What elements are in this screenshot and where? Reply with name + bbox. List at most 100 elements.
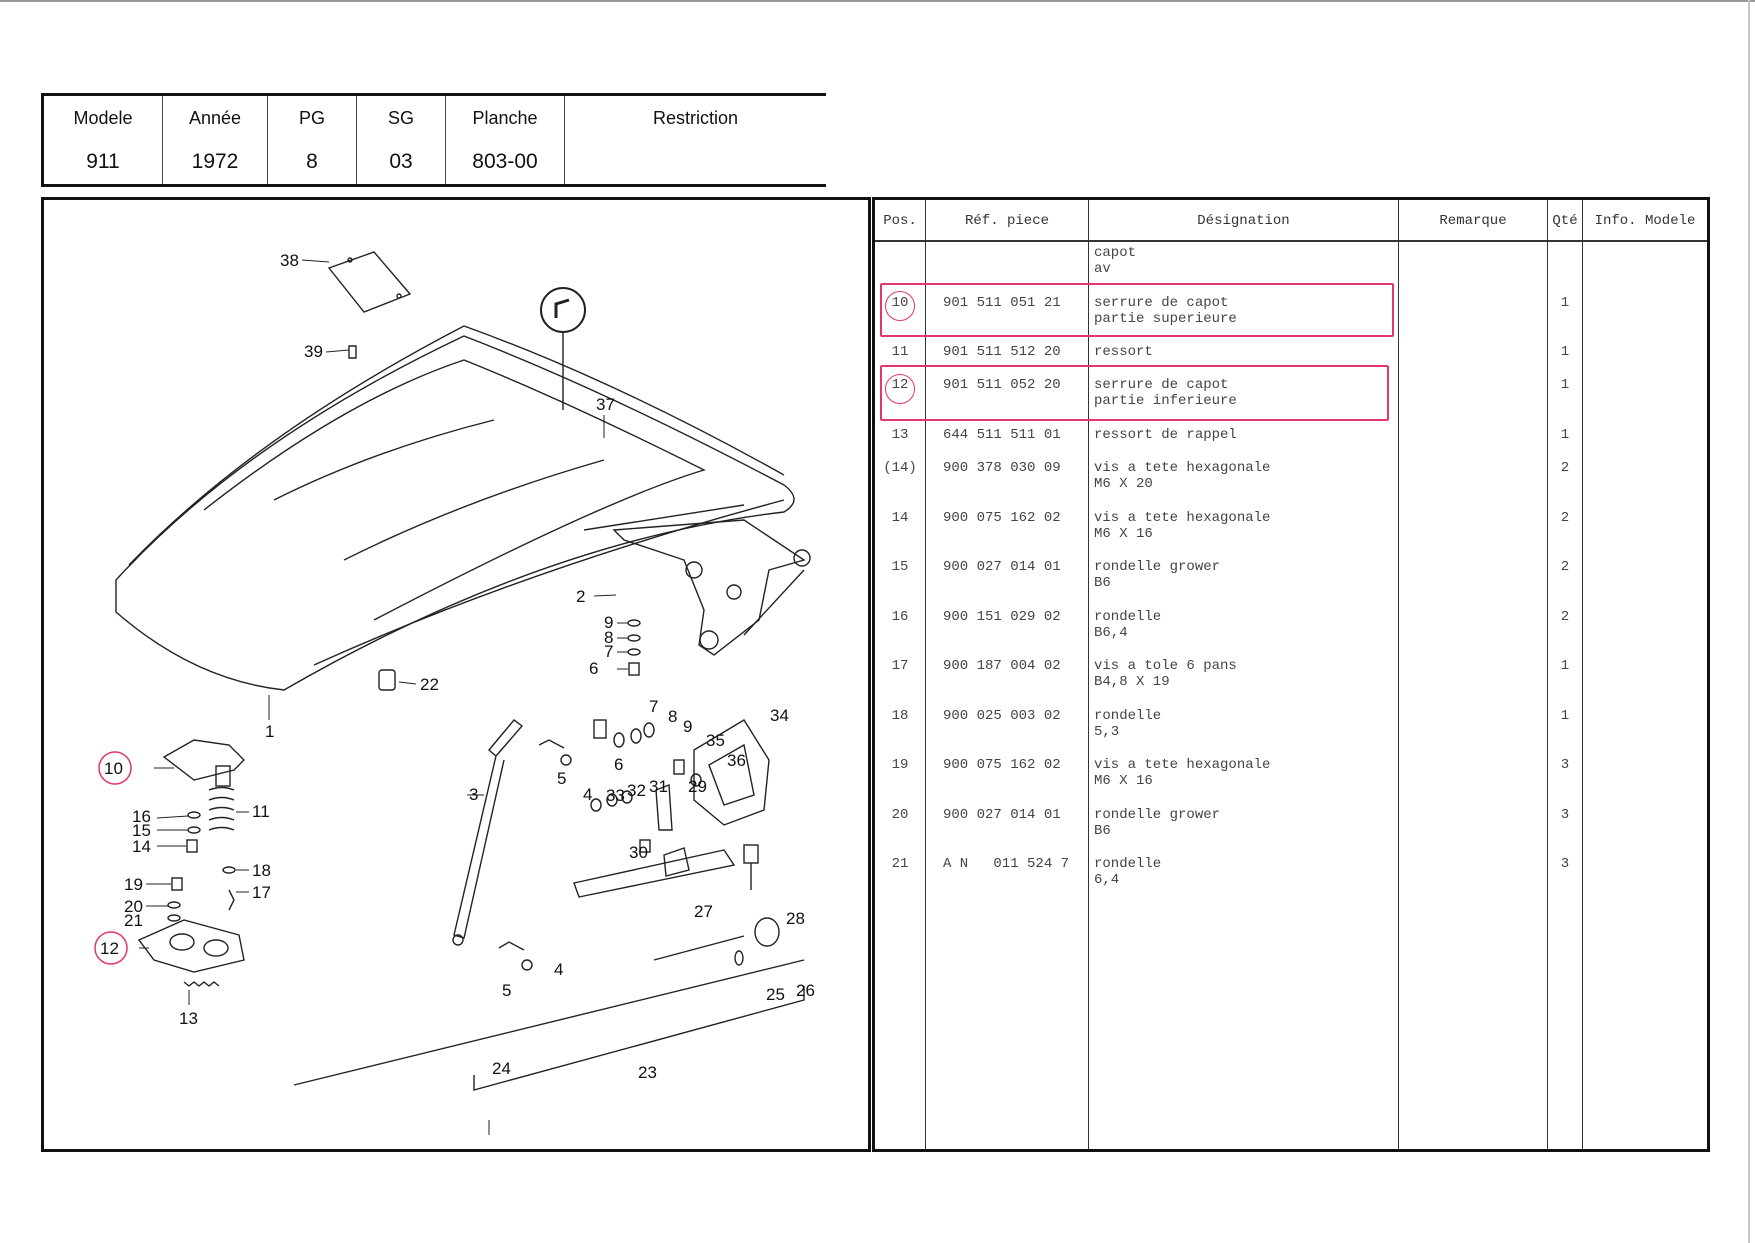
- callout-25: 25: [766, 985, 785, 1004]
- callout-16: 16: [132, 807, 151, 826]
- row-pos: 16: [891, 609, 909, 625]
- row-pos: 18: [891, 708, 909, 724]
- release-rod-27: [573, 849, 736, 898]
- row-designation-detail: M6 X 20: [1094, 476, 1153, 492]
- row-ref: 901 511 051 21: [943, 295, 1061, 311]
- callout-4: 4: [583, 785, 592, 804]
- row-designation: rondelle: [1094, 708, 1162, 724]
- callout-18: 18: [252, 861, 271, 880]
- callout-11: 11: [252, 802, 270, 821]
- row-designation: ressort: [1094, 344, 1153, 360]
- callout-31: 31: [649, 777, 668, 796]
- callout-30: 30: [629, 843, 648, 862]
- row-qty: 1: [1560, 377, 1570, 393]
- row-ref: 900 378 030 09: [943, 460, 1061, 476]
- callout-33: 33: [606, 786, 625, 805]
- callout-6: 6: [589, 659, 598, 678]
- row-designation-detail: M6 X 16: [1094, 773, 1153, 789]
- header-value: 911: [86, 150, 120, 173]
- header-table: Modele 911 Année 1972 PG 8 SG 03 Planche…: [41, 93, 826, 187]
- row-pos: 19: [891, 757, 909, 773]
- callout-22: 22: [420, 675, 439, 694]
- callout-21: 21: [124, 911, 143, 930]
- header-value: 803-00: [472, 150, 538, 173]
- callout-27: 27: [694, 902, 713, 921]
- row-pos: 21: [891, 856, 909, 872]
- hood-outline: [115, 335, 795, 691]
- col-header-pos: Pos.: [883, 213, 917, 229]
- callout-19: 19: [124, 875, 143, 894]
- row-designation: vis a tete hexagonale: [1094, 460, 1271, 476]
- callout-4b: 4: [554, 960, 563, 979]
- callout-12: 12: [100, 939, 119, 958]
- callout-3: 3: [469, 785, 478, 804]
- row-ref: 901 511 052 20: [943, 377, 1061, 393]
- row-ref: 644 511 511 01: [943, 427, 1061, 443]
- row-ref: 900 027 014 01: [943, 559, 1061, 575]
- lock-cover-34: [693, 719, 770, 826]
- row-pos: (14): [883, 460, 917, 476]
- row-pos: 20: [891, 807, 909, 823]
- lock-upper-10: [162, 739, 245, 781]
- callout-38: 38: [280, 251, 299, 270]
- release-cable: [653, 935, 745, 961]
- row-designation: vis a tete hexagonale: [1094, 510, 1271, 526]
- row-qty: 1: [1560, 295, 1570, 311]
- page-right-edge: [1748, 0, 1750, 1243]
- row-qty: 3: [1560, 757, 1570, 773]
- callout-2: 2: [576, 587, 585, 606]
- callout-37: 37: [596, 395, 615, 414]
- row-designation-detail: partie superieure: [1094, 311, 1237, 327]
- callout-35: 35: [706, 731, 725, 750]
- header-col-planche: Planche 803-00: [446, 96, 565, 184]
- header-col-restriction: Restriction: [565, 96, 826, 184]
- hinge-2: [612, 519, 806, 656]
- row-ref: 900 025 003 02: [943, 708, 1061, 724]
- row-ref: 900 075 162 02: [943, 757, 1061, 773]
- row-pos: 13: [891, 427, 909, 443]
- row-qty: 2: [1560, 559, 1570, 575]
- row-qty: 2: [1560, 609, 1570, 625]
- header-value: 1972: [191, 150, 239, 173]
- row-qty: 2: [1560, 510, 1570, 526]
- callout-39: 39: [304, 342, 323, 361]
- highlight-row-10: [880, 283, 1394, 337]
- row-ref: 900 151 029 02: [943, 609, 1061, 625]
- callout-13: 13: [179, 1009, 198, 1028]
- col-header-remarque: Remarque: [1439, 213, 1507, 229]
- row-designation-detail: M6 X 16: [1094, 526, 1153, 542]
- callout-5b: 5: [502, 981, 511, 1000]
- row-ref: 901 511 512 20: [943, 344, 1061, 360]
- callout-20: 20: [124, 897, 143, 916]
- row-designation-detail: B6: [1094, 575, 1111, 591]
- col-header-qte: Qté: [1552, 213, 1578, 229]
- callout-10: 10: [104, 759, 123, 778]
- row-pos: 17: [891, 658, 909, 674]
- row-designation: rondelle grower: [1094, 807, 1221, 823]
- row-designation-detail: av: [1094, 261, 1111, 277]
- callout-36: 36: [727, 751, 746, 770]
- highlight-circle-10: [98, 751, 132, 785]
- row-designation: rondelle: [1094, 856, 1162, 872]
- highlight-circle-pos-10: [885, 291, 915, 321]
- header-col-pg: PG 8: [268, 96, 357, 184]
- callout-29: 29: [688, 777, 707, 796]
- row-designation-detail: B6: [1094, 823, 1111, 839]
- hood-exploded-diagram: 38 39 37 2 9 8 7 6 22 1 10 16 15 14 11 1…: [94, 251, 815, 1135]
- callout-7: 7: [604, 642, 613, 661]
- row-designation-detail: B6,4: [1094, 625, 1128, 641]
- header-label: Planche: [472, 108, 538, 128]
- row-pos: 15: [891, 559, 909, 575]
- row-qty: 1: [1560, 344, 1570, 360]
- highlight-circle-pos-12: [885, 374, 915, 404]
- row-designation-detail: partie inferieure: [1094, 393, 1237, 409]
- row-designation-detail: B4,8 X 19: [1094, 674, 1170, 690]
- row-designation: vis a tete hexagonale: [1094, 757, 1271, 773]
- row-designation: serrure de capot: [1094, 295, 1229, 311]
- callout-1: 1: [265, 722, 274, 741]
- callout-5: 5: [557, 769, 566, 788]
- highlight-row-12: [880, 365, 1389, 421]
- header-col-annee: Année 1972: [163, 96, 268, 184]
- callout-17: 17: [252, 883, 271, 902]
- row-designation: ressort de rappel: [1094, 427, 1237, 443]
